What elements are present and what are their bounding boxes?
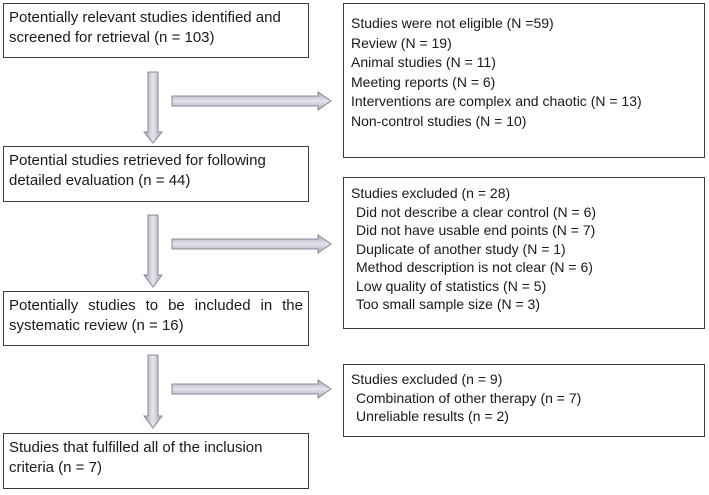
exclusion-item: Combination of other therapy (n = 7) — [356, 389, 582, 406]
box-text-line: Potentially studies to be included in th… — [9, 297, 303, 314]
down-arrow-3 — [143, 354, 163, 429]
exclusion-item: Meeting reports (N = 6) — [351, 73, 496, 90]
box-text-line: Potential studies retrieved for followin… — [9, 152, 266, 169]
identified-studies-box: Potentially relevant studies identified … — [3, 3, 309, 58]
exclusion-item: Non-control studies (N = 10) — [351, 112, 527, 129]
exclusion-item: Animal studies (N = 11) — [351, 54, 496, 70]
exclusion-item: Duplicate of another study (N = 1) — [356, 240, 566, 257]
included-studies-box: Potentially studies to be included in th… — [3, 291, 309, 346]
exclusion-item: Unreliable results (n = 2) — [356, 408, 509, 424]
exclusion-item: Method description is not clear (N = 6) — [356, 259, 593, 275]
down-arrow-1 — [142, 71, 164, 144]
exclusion-item: Too small sample size (N = 3) — [356, 296, 541, 312]
exclusion-title: Studies excluded (n = 28) — [351, 185, 511, 201]
down-arrow-2 — [143, 214, 163, 288]
box-text-line: screened for retrieval (n = 103) — [9, 29, 215, 46]
right-arrow-3 — [171, 379, 332, 399]
box-text-line: Studies that fulfilled all of the inclus… — [9, 439, 263, 456]
exclusion-item: Interventions are complex and chaotic (N… — [351, 93, 642, 109]
box-text-line: detailed evaluation (n = 44) — [9, 172, 191, 189]
right-arrow-1 — [171, 91, 332, 111]
excluded-9-box: Studies excluded (n = 9) Combination of … — [343, 364, 705, 437]
exclusion-item: Did not describe a clear control (N = 6) — [356, 203, 597, 220]
box-text-line: Potentially relevant studies identified … — [9, 9, 281, 26]
retrieved-studies-box: Potential studies retrieved for followin… — [3, 146, 309, 202]
exclusion-item: Review (N = 19) — [351, 34, 452, 51]
exclusion-title: Studies were not eligible (N =59) — [351, 15, 554, 31]
exclusion-title: Studies excluded (n = 9) — [351, 371, 503, 387]
box-text-line: criteria (n = 7) — [9, 459, 102, 476]
not-eligible-box: Studies were not eligible (N =59) Review… — [343, 3, 705, 158]
exclusion-item: Did not have usable end points (N = 7) — [356, 222, 596, 238]
excluded-28-box: Studies excluded (n = 28) Did not descri… — [343, 177, 705, 329]
final-studies-box: Studies that fulfilled all of the inclus… — [3, 433, 309, 489]
box-text-line: systematic review (n = 16) — [9, 317, 184, 334]
right-arrow-2 — [171, 234, 332, 254]
exclusion-item: Low quality of statistics (N = 5) — [356, 277, 547, 294]
